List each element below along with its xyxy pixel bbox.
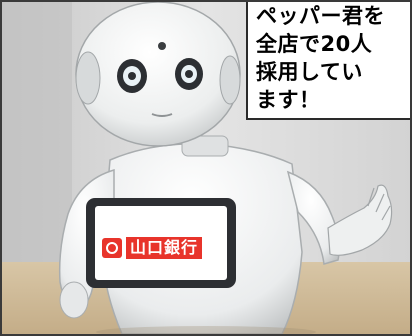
caption-line-4: ます！ xyxy=(256,88,321,112)
caption-line-2: 全店で20人 xyxy=(256,32,373,56)
caption-box: ペッパー君を 全店で20人 採用してい ます！ xyxy=(246,2,410,120)
bank-name-label: 山口銀行 xyxy=(126,237,203,259)
caption-line-1: ペッパー君を xyxy=(256,4,385,28)
caption-line-3: 採用してい xyxy=(256,60,363,84)
tablet-logo-row: 山口銀行 xyxy=(102,235,222,261)
yamaguchi-bank-emblem-icon xyxy=(102,238,122,258)
